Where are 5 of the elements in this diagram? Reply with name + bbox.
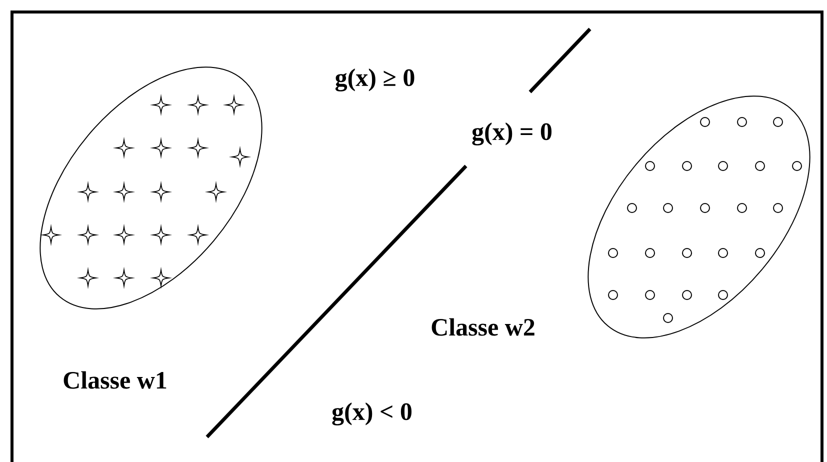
label: g(x) < 0 [332, 402, 412, 426]
label: g(x) ≥ 0 [335, 68, 414, 92]
label: Classe w1 [64, 371, 166, 389]
label: g(x) = 0 [472, 122, 552, 146]
label: Classe w2 [432, 318, 534, 336]
